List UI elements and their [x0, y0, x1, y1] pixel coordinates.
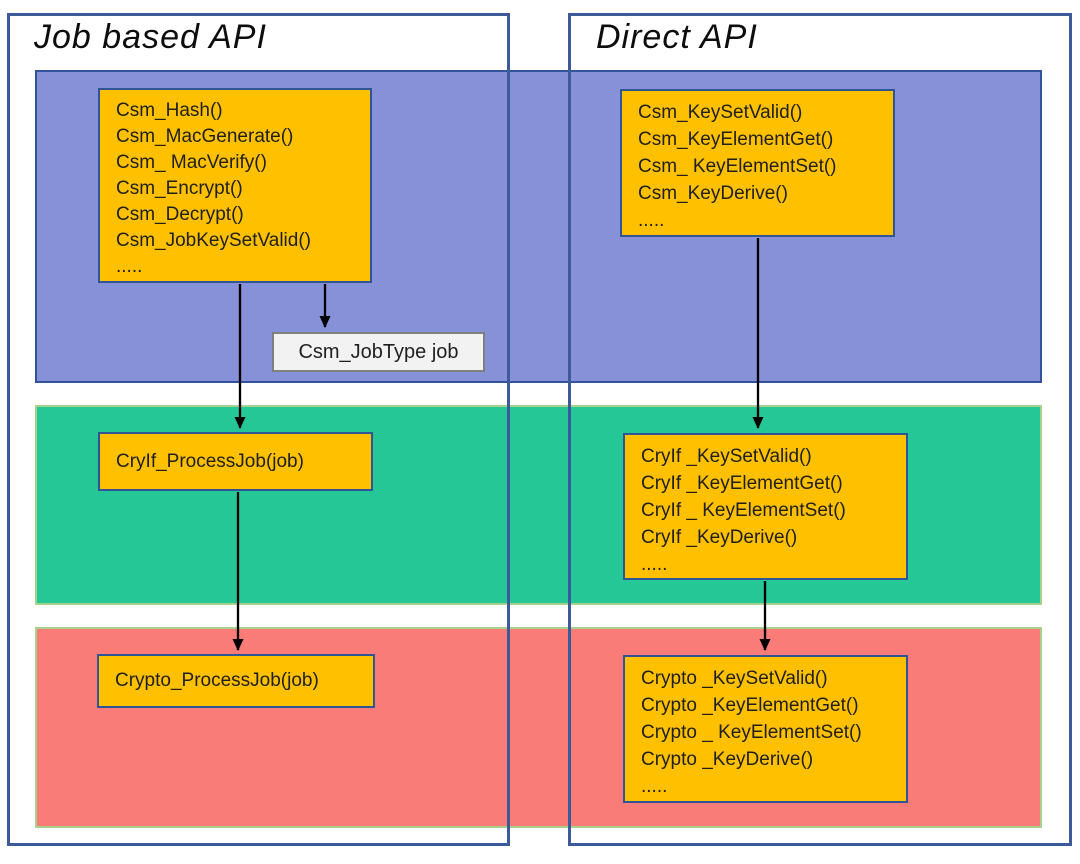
api-function-line: .....	[116, 256, 143, 277]
api-function-line: Csm_KeyDerive()	[638, 183, 788, 204]
api-function-line: .....	[641, 554, 668, 575]
api-function-line: .....	[641, 776, 668, 797]
api-function-line: Csm_KeyElementGet()	[638, 129, 834, 150]
api-function-line: Crypto _ KeyElementSet()	[641, 722, 862, 743]
api-function-line: CryIf _KeyElementGet()	[641, 473, 843, 494]
api-function-line: Crypto _KeySetValid()	[641, 668, 828, 689]
api-function-line: Crypto _KeyElementGet()	[641, 695, 859, 716]
api-function-line: CryIf _KeyDerive()	[641, 527, 798, 548]
csm-jobtype-label: Csm_JobType job	[298, 340, 459, 363]
cryif-key-api-box: CryIf _KeySetValid() CryIf _KeyElementGet…	[623, 433, 908, 580]
api-function-line: Csm_Decrypt()	[116, 204, 244, 225]
direct-api-panel	[568, 13, 1072, 846]
csm-job-api-box: Csm_Hash() Csm_MacGenerate() Csm_ MacVerif…	[98, 88, 372, 283]
job-based-api-title: Job based API	[34, 18, 267, 56]
api-function-line: Csm_ KeyElementSet()	[638, 156, 837, 177]
crypto-key-api-box: Crypto _KeySetValid() Crypto _KeyElementG…	[623, 655, 908, 803]
api-function-line: Csm_MacGenerate()	[116, 126, 294, 147]
api-function-line: Csm_KeySetValid()	[638, 102, 803, 123]
cryif-processjob-box: CryIf_ProcessJob(job)	[98, 432, 373, 491]
api-function-line: Csm_ MacVerify()	[116, 152, 267, 173]
api-function-line: Csm_JobKeySetValid()	[116, 230, 312, 251]
crypto-processjob-box: Crypto_ProcessJob(job)	[97, 654, 375, 708]
crypto-processjob-label: Crypto_ProcessJob(job)	[115, 670, 319, 691]
api-function-line: .....	[638, 210, 665, 231]
csm-key-api-box: Csm_KeySetValid() Csm_KeyElementGet() Csm_…	[620, 89, 895, 237]
csm-jobtype-box: Csm_JobType job	[272, 332, 485, 372]
job-based-api-panel	[7, 13, 510, 846]
api-function-line: CryIf _KeySetValid()	[641, 446, 812, 467]
api-function-line: Crypto _KeyDerive()	[641, 749, 814, 770]
api-function-line: Csm_Encrypt()	[116, 178, 243, 199]
api-function-line: CryIf _ KeyElementSet()	[641, 500, 846, 521]
cryif-processjob-label: CryIf_ProcessJob(job)	[116, 450, 304, 472]
direct-api-title: Direct API	[596, 18, 758, 56]
api-function-line: Csm_Hash()	[116, 100, 223, 121]
